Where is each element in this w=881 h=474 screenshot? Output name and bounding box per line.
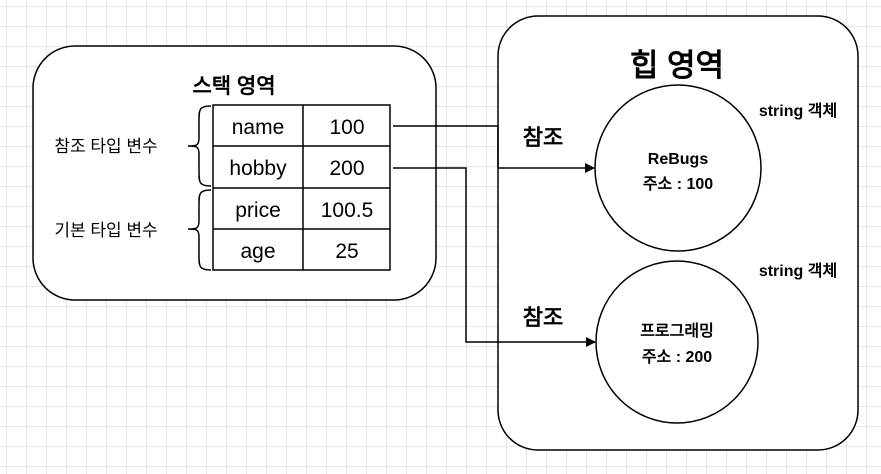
object-type-label: string 객체 [759,102,837,120]
heap-area-title: 힙 영역 [630,48,724,83]
primitive-group-label: 기본 타입 변수 [54,221,157,240]
object-value: ReBugs [648,151,709,168]
arrow-line [393,125,595,173]
stack-area-box [32,45,437,301]
variable-name-cell: name [232,116,285,139]
stack-area-title: 스택 영역 [192,75,275,98]
arrow-line [393,167,596,347]
variable-name-cell: hobby [229,157,287,180]
object-address: 주소 : 100 [643,175,713,193]
variable-table [212,104,391,271]
table-row: name 100 [232,116,365,139]
arrow-label: 참조 [523,305,563,330]
heap-object: string 객체 ReBugs 주소 : 100 [594,84,837,252]
table-row: age 25 [240,240,358,263]
object-address: 주소 : 200 [642,348,712,366]
string-object-circle [595,260,759,424]
variable-value-cell: 25 [335,240,358,263]
stack-area: 스택 영역 name 100 hobby 200 price 100.5 age… [32,45,437,301]
reference-arrow: 참조 [393,167,596,347]
reference-arrow: 참조 [393,125,595,173]
reference-group-brace [187,105,212,187]
heap-object: string 객체 프로그래밍 주소 : 200 [595,260,837,424]
variable-value-cell: 200 [329,157,364,180]
object-value: 프로그래밍 [640,322,714,340]
table-row: hobby 200 [229,157,364,180]
table-row: price 100.5 [235,199,373,222]
variable-value-cell: 100 [329,116,364,139]
variable-name-cell: price [235,199,281,222]
primitive-group-brace [187,189,212,271]
reference-group-label: 참조 타입 변수 [54,137,157,156]
string-object-circle [594,84,762,252]
variable-name-cell: age [240,240,275,263]
arrow-label: 참조 [523,125,563,150]
object-type-label: string 객체 [759,262,837,280]
heap-area: 힙 영역 string 객체 ReBugs 주소 : 100 string 객체… [497,15,859,451]
variable-value-cell: 100.5 [321,199,374,222]
